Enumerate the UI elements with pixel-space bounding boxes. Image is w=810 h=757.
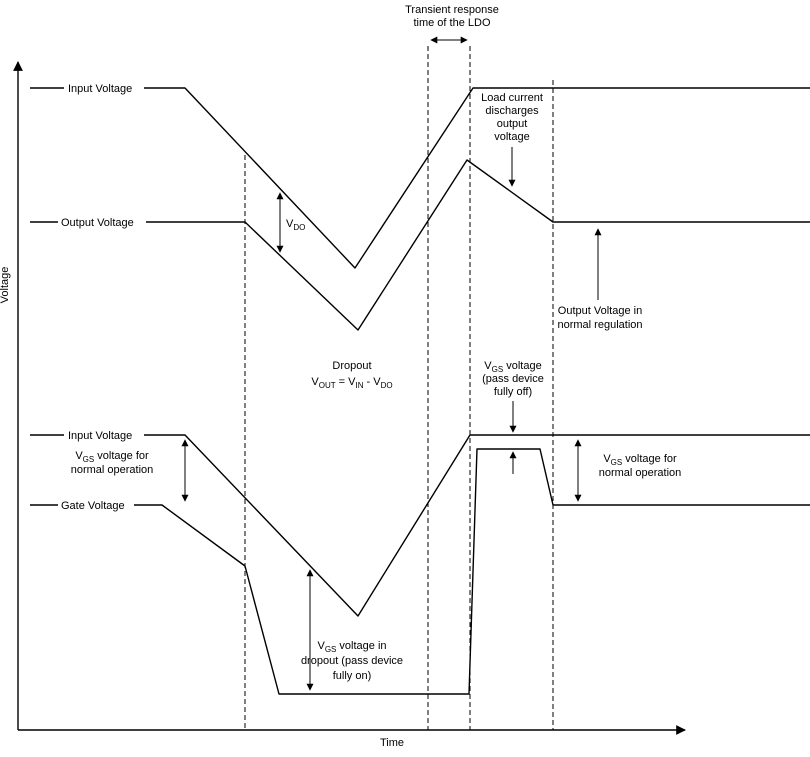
vgs-dropout-rest: voltage in xyxy=(336,640,386,652)
gate-voltage-label: Gate Voltage xyxy=(61,500,125,512)
vgs-normal-left-rest: voltage for xyxy=(94,450,149,462)
output-normal-label-line2: normal regulation xyxy=(558,319,643,331)
input-voltage-top-label: Input Voltage xyxy=(68,83,132,95)
gate-voltage-waveform xyxy=(30,448,810,695)
label-mask xyxy=(64,80,144,94)
x-axis-label: Time xyxy=(380,737,404,749)
vgs-off-label-line1: VGS voltage xyxy=(484,360,541,374)
input-voltage-top-waveform xyxy=(30,87,810,269)
vgs-off-label-line2: (pass device xyxy=(482,373,544,385)
eq-equals-v: = V xyxy=(336,376,357,388)
vgs-normal-left-label-line1: VGS voltage for xyxy=(75,450,149,464)
dropout-equation: VOUT = VIN - VDO xyxy=(311,376,392,390)
eq-v: V xyxy=(311,376,319,388)
vgs-normal-right-rest: voltage for xyxy=(622,453,677,465)
vgs-normal-right-sub: GS xyxy=(611,458,623,467)
y-axis-label: Voltage xyxy=(0,267,11,304)
transient-response-label-line2: time of the LDO xyxy=(413,17,490,29)
label-mask xyxy=(58,497,134,511)
output-normal-label-line1: Output Voltage in xyxy=(558,305,642,317)
vdo-label-v: V xyxy=(286,218,294,230)
vgs-dropout-sub: GS xyxy=(325,645,337,654)
load-discharge-label-line4: voltage xyxy=(494,131,529,143)
eq-sub-out: OUT xyxy=(319,381,336,390)
vgs-dropout-label-line3: fully on) xyxy=(333,670,372,682)
vgs-normal-right-v: V xyxy=(603,453,611,465)
load-discharge-label-line1: Load current xyxy=(481,92,543,104)
load-discharge-label-line2: discharges xyxy=(485,105,539,117)
output-voltage-label: Output Voltage xyxy=(61,217,134,229)
vgs-normal-left-sub: GS xyxy=(83,455,95,464)
vdo-label-sub: DO xyxy=(293,223,305,232)
vgs-off-label-line3: fully off) xyxy=(494,386,532,398)
input-voltage-bottom-waveform xyxy=(30,434,810,617)
eq-sub-do: DO xyxy=(381,381,393,390)
vdo-label: VDO xyxy=(286,218,305,232)
vgs-normal-left-v: V xyxy=(75,450,83,462)
vgs-normal-right-label-line2: normal operation xyxy=(599,467,682,479)
vgs-off-rest: voltage xyxy=(503,360,542,372)
eq-minus-v: - V xyxy=(363,376,381,388)
vgs-off-sub: GS xyxy=(492,365,504,374)
input-voltage-bottom-label: Input Voltage xyxy=(68,430,132,442)
load-discharge-label-line3: output xyxy=(497,118,528,130)
label-mask xyxy=(58,214,146,228)
transient-response-label-line1: Transient response xyxy=(405,4,499,16)
vgs-dropout-v: V xyxy=(317,640,325,652)
output-voltage-waveform xyxy=(30,159,810,331)
dropout-title: Dropout xyxy=(332,360,371,372)
label-mask xyxy=(64,427,144,441)
vgs-off-v: V xyxy=(484,360,492,372)
vgs-dropout-label-line2: dropout (pass device xyxy=(301,655,403,667)
vgs-normal-left-label-line2: normal operation xyxy=(71,464,154,476)
vgs-dropout-label-line1: VGS voltage in xyxy=(317,640,386,654)
vgs-normal-right-label-line1: VGS voltage for xyxy=(603,453,677,467)
eq-sub-in: IN xyxy=(355,381,363,390)
